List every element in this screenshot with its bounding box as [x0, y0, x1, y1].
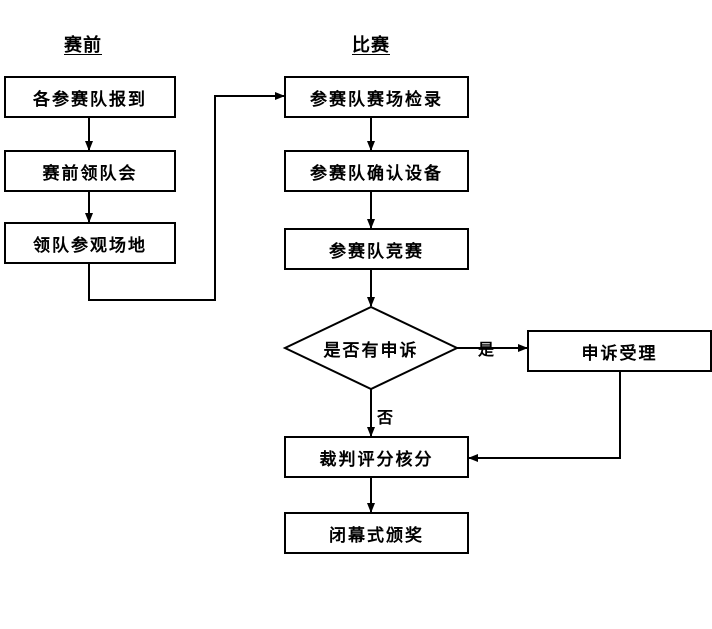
node-leader-meeting: 赛前领队会 [4, 150, 176, 192]
heading-match: 比赛 [352, 35, 390, 56]
node-closing: 闭幕式颁奖 [284, 512, 469, 554]
node-appeal-question: 是否有申诉 [323, 340, 419, 361]
edge-label-yes: 是 [478, 340, 495, 359]
heading-pre-match: 赛前 [64, 35, 102, 56]
node-appeal-accept: 申诉受理 [527, 330, 712, 372]
node-venue-visit: 领队参观场地 [4, 222, 176, 264]
edge-label-no: 否 [377, 408, 394, 427]
node-compete: 参赛队竞赛 [284, 228, 469, 270]
node-equipment: 参赛队确认设备 [284, 150, 469, 192]
node-register: 各参赛队报到 [4, 76, 176, 118]
node-scoring: 裁判评分核分 [284, 436, 469, 478]
arrow-appeal-to-scoring [468, 372, 621, 462]
arrow-visit-to-checkin [88, 92, 285, 301]
node-checkin: 参赛队赛场检录 [284, 76, 469, 118]
